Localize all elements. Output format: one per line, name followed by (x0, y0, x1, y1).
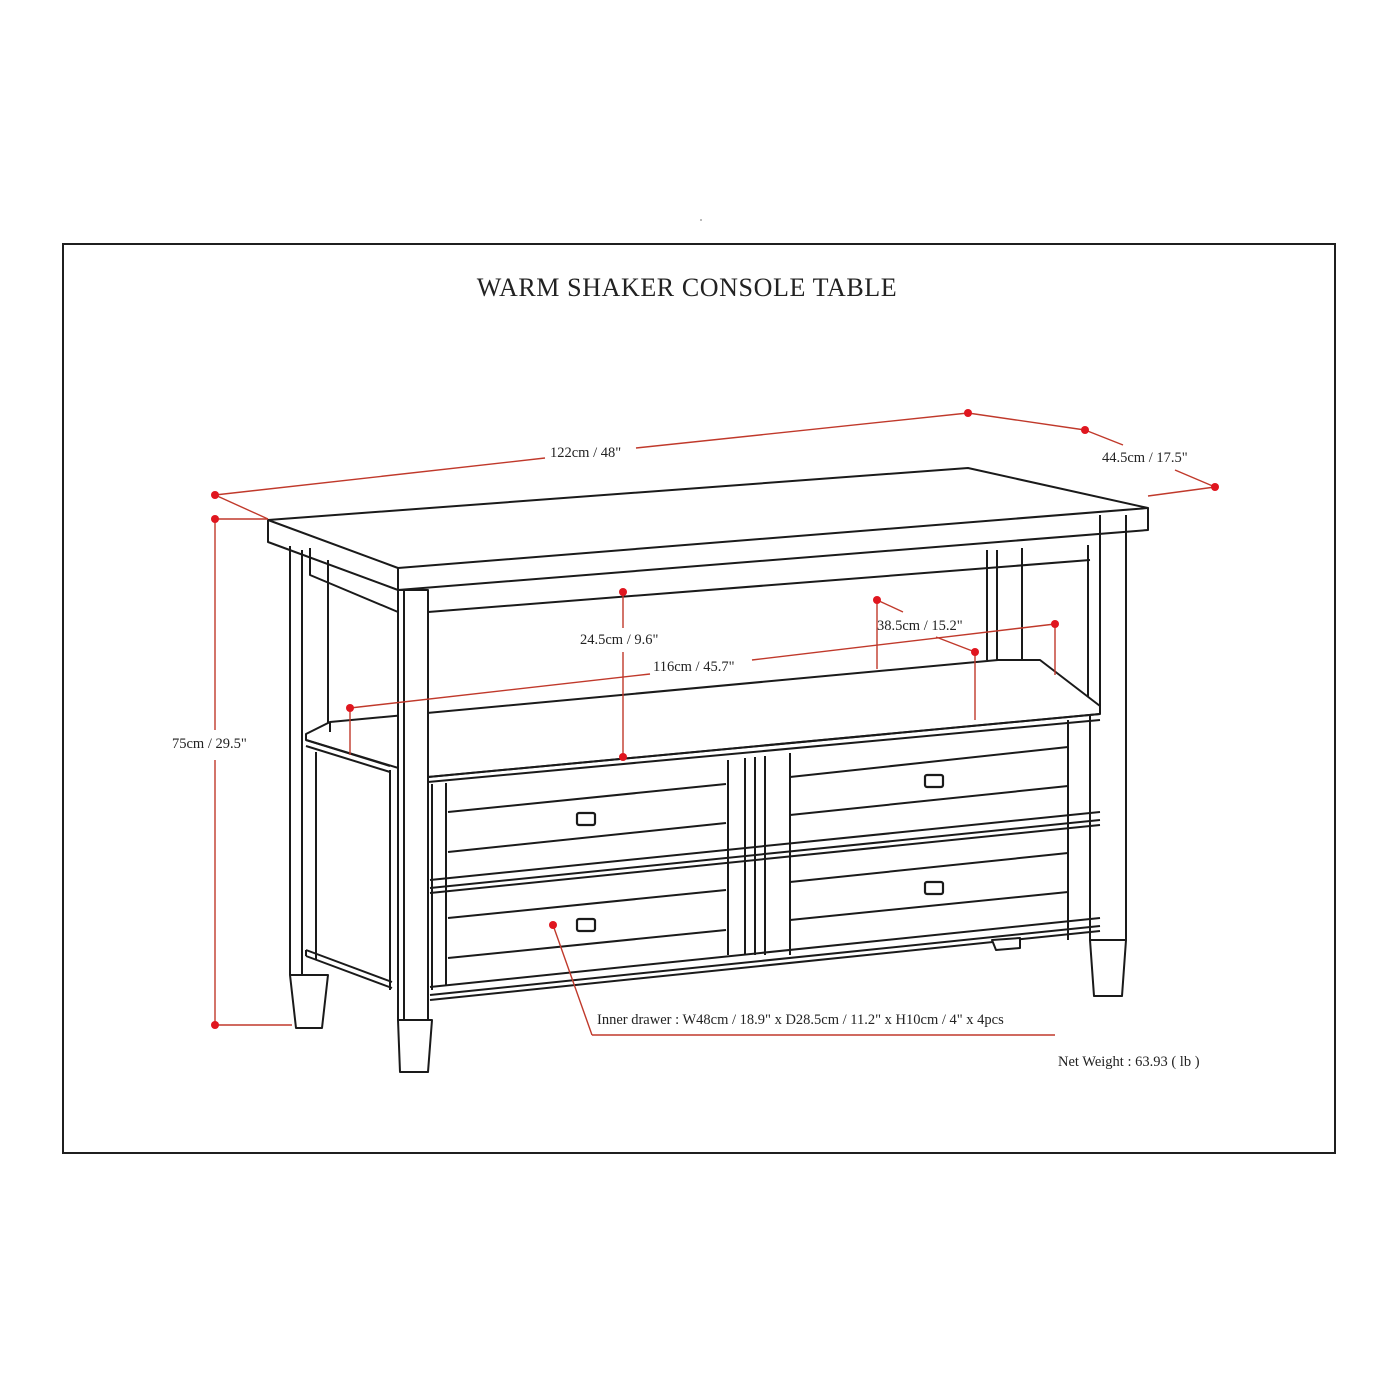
overall-depth-label: 44.5cm / 17.5" (1102, 450, 1188, 466)
diagram-frame (62, 243, 1336, 1154)
table-outline (267, 467, 1149, 1073)
overall-width-label: 122cm / 48" (550, 445, 622, 461)
drawer-handle-icon (923, 773, 945, 789)
dimension-dots (211, 409, 1219, 1029)
drawer-handle-icon (923, 880, 945, 896)
shelf-clearance-label: 24.5cm / 9.6" (580, 632, 659, 648)
drawer-handle-icon (575, 917, 597, 933)
diagram-title: WARM SHAKER CONSOLE TABLE (476, 273, 898, 302)
shelf-depth-label: 38.5cm / 15.2" (877, 618, 963, 634)
inner-drawer-label: Inner drawer : W48cm / 18.9" x D28.5cm /… (597, 1012, 1004, 1028)
shelf-width-label: 116cm / 45.7" (653, 659, 735, 675)
dimension-lines (214, 412, 1216, 1036)
drawer-handle-icon (575, 811, 597, 827)
net-weight-label: Net Weight : 63.93 ( lb ) (1058, 1054, 1200, 1070)
overall-height-label: 75cm / 29.5" (172, 736, 247, 752)
stray-mark (700, 219, 702, 221)
